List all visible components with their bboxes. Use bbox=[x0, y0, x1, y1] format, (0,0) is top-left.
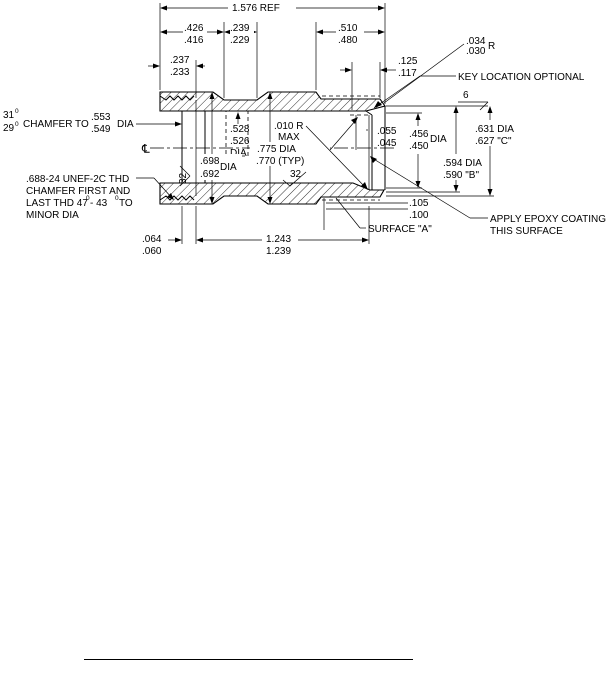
chamfer-deg-29: 29 bbox=[3, 123, 15, 134]
dim-631: .631 DIA bbox=[475, 124, 514, 135]
dim-117: .117 bbox=[398, 68, 417, 79]
dim-034: .034 bbox=[466, 36, 486, 47]
deg-sup-4: 0 bbox=[115, 195, 119, 202]
dim-510: .510 bbox=[338, 23, 358, 34]
epoxy-note-line-1: APPLY EPOXY COATING bbox=[490, 214, 606, 225]
chamfer-text: CHAMFER TO bbox=[23, 119, 89, 130]
dim-549: .549 bbox=[91, 124, 111, 135]
dim-698: .698 bbox=[200, 156, 220, 167]
dim-1243: 1.243 bbox=[266, 234, 291, 245]
dia-698: DIA bbox=[220, 162, 237, 173]
technical-drawing: 1.576 REF .426 .416 .239 .229 .510 .480 … bbox=[3, 1, 606, 257]
centerline-symbol: ℄ bbox=[141, 142, 150, 156]
dim-416: .416 bbox=[184, 35, 204, 46]
dim-r: R bbox=[488, 41, 495, 52]
part-bottom-section bbox=[159, 182, 385, 205]
epoxy-note-line-2: THIS SURFACE bbox=[490, 226, 563, 237]
deg-sup-2: 0 bbox=[15, 121, 19, 128]
dim-125: .125 bbox=[398, 56, 418, 67]
dia-456: DIA bbox=[430, 134, 447, 145]
dim-770: .770 (TYP) bbox=[256, 156, 304, 167]
dim-692: .692 bbox=[200, 169, 220, 180]
dim-553: .553 bbox=[91, 112, 111, 123]
deg-sup-1: 0 bbox=[15, 108, 19, 115]
thread-line-1: .688-24 UNEF-2C THD bbox=[26, 174, 129, 185]
dim-030: .030 bbox=[466, 46, 486, 57]
thread-line-4: MINOR DIA bbox=[26, 210, 79, 221]
chamfer-deg-31: 31 bbox=[3, 110, 15, 121]
dim-775: .775 DIA bbox=[257, 144, 296, 155]
dim-480: .480 bbox=[338, 35, 358, 46]
dim-590: .590 "B" bbox=[443, 170, 479, 181]
footer-rule bbox=[84, 659, 413, 660]
dim-100: .100 bbox=[409, 210, 429, 221]
key-location-note: KEY LOCATION OPTIONAL bbox=[458, 72, 585, 83]
dim-526: .526 bbox=[230, 136, 250, 147]
dim-010r: .010 R bbox=[274, 121, 303, 132]
dim-450: .450 bbox=[409, 141, 429, 152]
dim-max: MAX bbox=[278, 132, 300, 143]
dim-6-deg: 6 bbox=[463, 90, 469, 101]
dim-055: .055 bbox=[377, 126, 397, 137]
dim-528: .528 bbox=[230, 124, 250, 135]
finish-32-bottom: 32 bbox=[290, 169, 302, 180]
dim-1239: 1.239 bbox=[266, 246, 291, 257]
dim-064: .064 bbox=[142, 234, 162, 245]
dim-045: .045 bbox=[377, 138, 397, 149]
dim-229: .229 bbox=[230, 35, 250, 46]
dim-594: .594 DIA bbox=[443, 158, 482, 169]
dim-233: .233 bbox=[170, 67, 190, 78]
thread-line-3b: - 43 bbox=[90, 198, 108, 209]
dia-528: DIA bbox=[230, 148, 247, 159]
dim-237: .237 bbox=[170, 55, 190, 66]
finish-32-left: 32 bbox=[178, 172, 189, 184]
thread-line-3: LAST THD 47 bbox=[26, 198, 88, 209]
deg-sup-3: 0 bbox=[86, 195, 90, 202]
part-top-section bbox=[159, 91, 386, 112]
surface-a-label: SURFACE "A" bbox=[368, 224, 432, 235]
thread-line-2: CHAMFER FIRST AND bbox=[26, 186, 130, 197]
dim-105: .105 bbox=[409, 198, 429, 209]
dim-239: .239 bbox=[230, 23, 250, 34]
dim-627: .627 "C" bbox=[475, 136, 512, 147]
dim-426: .426 bbox=[184, 23, 204, 34]
thread-line-3c: TO bbox=[119, 198, 133, 209]
dim-overall-ref: 1.576 REF bbox=[232, 3, 280, 14]
chamfer-dia: DIA bbox=[117, 119, 134, 130]
dim-060: .060 bbox=[142, 246, 162, 257]
dim-456: .456 bbox=[409, 129, 429, 140]
